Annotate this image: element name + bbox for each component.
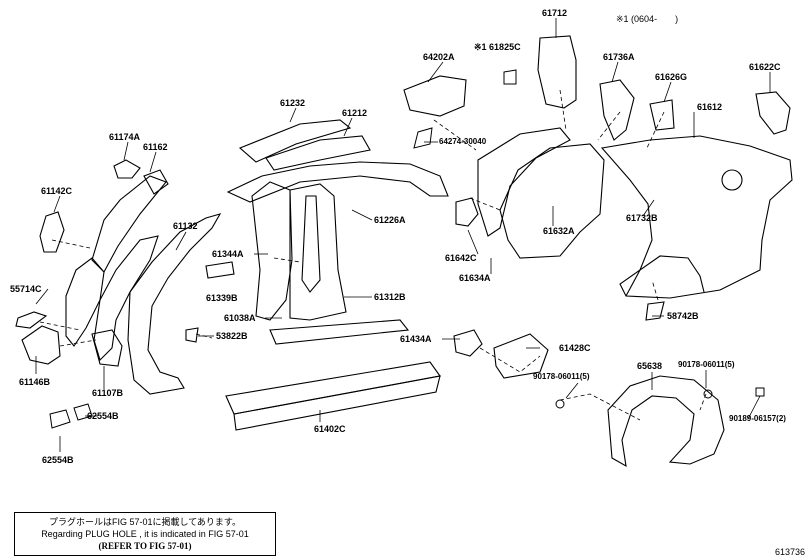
part-label-61825c[interactable]: ※1 61825C — [474, 42, 521, 52]
part-label-62554b-upper[interactable]: 62554B — [87, 411, 119, 421]
part-label-61632a[interactable]: 61632A — [543, 226, 575, 236]
note-english: Regarding PLUG HOLE , it is indicated in… — [41, 529, 249, 539]
part-label-61736a[interactable]: 61736A — [603, 52, 635, 62]
note-reference: (REFER TO FIG 57-01) — [98, 541, 192, 551]
part-label-61428c[interactable]: 61428C — [559, 343, 591, 353]
part-label-61232[interactable]: 61232 — [280, 98, 306, 108]
part-label-65638[interactable]: 65638 — [637, 361, 663, 371]
roof-rails — [226, 119, 449, 203]
part-label-55714c[interactable]: 55714C — [10, 284, 42, 294]
part-label-62554b-lower[interactable]: 62554B — [42, 455, 74, 465]
center-pillar — [185, 181, 347, 343]
part-label-61132[interactable]: 61132 — [173, 221, 198, 231]
part-label-58742b[interactable]: 58742B — [667, 311, 699, 321]
part-label-61626g[interactable]: 61626G — [655, 72, 688, 82]
part-label-61339b[interactable]: 61339B — [206, 293, 238, 303]
part-label-90178-06011-left[interactable]: 90178-06011(5) — [533, 372, 590, 381]
part-label-64274-30040[interactable]: 64274-30040 — [439, 137, 487, 146]
part-label-61612[interactable]: 61612 — [697, 102, 723, 112]
figure-id: 613736 — [774, 547, 805, 557]
part-label-64202a[interactable]: 64202A — [423, 52, 455, 62]
leader-lines — [35, 18, 771, 452]
part-label-61162[interactable]: 61162 — [143, 142, 168, 152]
rocker-panels — [225, 319, 441, 431]
production-range-note: ※1 (0604- ) — [616, 14, 679, 24]
rear-inner-wheelhouse — [455, 127, 605, 259]
plug-hole-note: プラグホールはFIG 57-01に掲載してあります。 Regarding PLU… — [14, 512, 276, 556]
part-label-90178-06011-right[interactable]: 90178-06011(5) — [678, 360, 735, 369]
part-label-61402c[interactable]: 61402C — [314, 424, 346, 434]
note-japanese: プラグホールはFIG 57-01に掲載してあります。 — [48, 517, 242, 527]
part-label-61634a[interactable]: 61634A — [459, 273, 491, 283]
part-label-61622c[interactable]: 61622C — [749, 62, 781, 72]
part-label-61226a[interactable]: 61226A — [374, 215, 406, 225]
part-label-61107b[interactable]: 61107B — [92, 388, 124, 398]
part-label-90189-06157[interactable]: 90189-06157(2) — [729, 414, 786, 423]
part-label-61212[interactable]: 61212 — [342, 108, 368, 118]
rear-upper-parts — [403, 35, 791, 141]
rear-quarter-panel — [600, 135, 793, 321]
wheel-housing-liner — [453, 329, 725, 468]
fasteners — [555, 387, 765, 409]
front-pillar-upper-rail — [15, 159, 222, 395]
part-label-61142c[interactable]: 61142C — [41, 186, 73, 196]
part-label-61434a[interactable]: 61434A — [400, 334, 432, 344]
part-label-61038a[interactable]: 61038A — [224, 313, 256, 323]
part-label-61712[interactable]: 61712 — [542, 8, 568, 18]
part-label-61344a[interactable]: 61344A — [212, 249, 244, 259]
part-label-61642c[interactable]: 61642C — [445, 253, 477, 263]
seal-blocks — [49, 69, 517, 429]
part-label-61174a[interactable]: 61174A — [109, 132, 141, 142]
part-label-61146b[interactable]: 61146B — [19, 377, 51, 387]
part-label-61732b[interactable]: 61732B — [626, 213, 658, 223]
part-label-53822b[interactable]: 53822B — [216, 331, 248, 341]
part-label-61312b[interactable]: 61312B — [374, 292, 406, 302]
